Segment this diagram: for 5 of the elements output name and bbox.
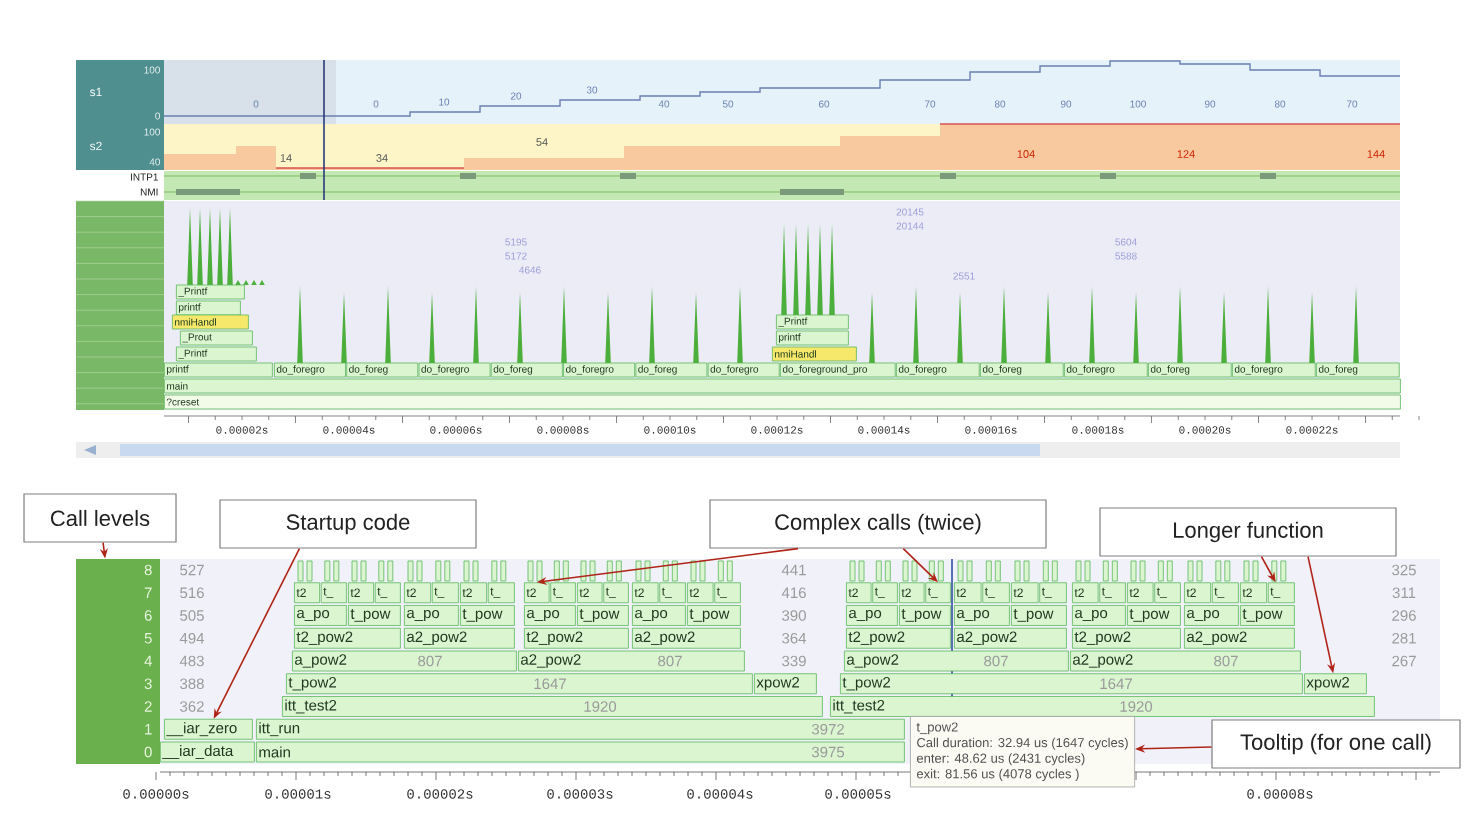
callout-box: Longer function [1099,507,1397,557]
callout-box: Startup code [219,499,477,549]
callout-box: Call levels [23,493,177,543]
callout-box: Tooltip (for one call) [1211,719,1461,769]
callout-box: Complex calls (twice) [709,499,1047,549]
